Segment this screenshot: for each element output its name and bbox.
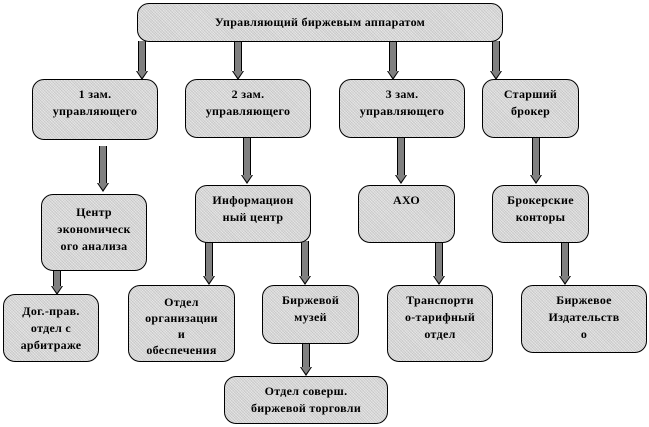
node-label-line: Информацион [212,193,294,207]
node-aho: АХО [358,185,455,243]
node-label-line: арбитраже [20,338,82,352]
node-label-line: отдел с [30,321,72,335]
node-label-line: Издательств [548,310,620,324]
node-label-line: Брокерские [507,193,574,207]
node-label-line: конторы [515,210,566,224]
node-label-line: управляющего [52,104,138,118]
node-deputy2: 2 зам. управляющего [185,79,311,138]
node-broker-offices: Брокерские конторы [492,185,589,243]
node-info-center: Информацион ный центр [195,185,311,243]
node-label-line: ого анализа [60,239,128,253]
node-label-line: АХО [393,193,420,207]
node-label-line: Управляющий биржевым аппаратом [214,15,426,29]
node-label-line: 3 зам. [385,87,419,101]
node-label-line: музей [294,310,327,324]
node-label-line: Биржевое [556,293,612,307]
node-label-line: Отдел соверш. [264,384,348,398]
node-label-line: ный центр [222,210,284,224]
node-trading-dept: Отдел соверш. биржевой торговли [224,376,388,424]
node-label-line: Дог.-прав. [22,304,80,318]
node-label-line: о [580,327,588,341]
node-label-line: 2 зам. [231,87,265,101]
node-legal-dept: Дог.-прав. отдел с арбитраже [3,294,99,362]
node-transport-dept: Транспорти о-тарифный отдел [387,285,493,362]
node-label-line: Биржевой [281,293,340,307]
node-label-line: биржевой торговли [250,401,362,415]
node-label-line: и [177,327,186,341]
node-label-line: управляющего [359,104,445,118]
node-org-dept: Отдел организации и обеспечения [128,285,235,362]
node-label-line: отдел [424,327,456,341]
node-senior-broker: Старший брокер [482,79,579,138]
node-museum: Биржевой музей [262,285,359,344]
node-label-line: организации [145,311,218,325]
node-label-line: 1 зам. [78,87,112,101]
node-label-line: экономическ [57,222,131,236]
node-head: Управляющий биржевым аппаратом [137,3,503,42]
node-econ-center: Центр экономическ ого анализа [41,194,147,271]
node-label-line: обеспечения [146,343,217,357]
node-label-line: о-тарифный [404,310,476,324]
node-label-line: Центр [76,205,112,219]
node-label-line: Транспорти [406,293,474,307]
node-label-line: брокер [510,104,551,118]
node-label-line: Отдел [164,295,199,309]
node-label-line: Старший [503,87,558,101]
node-label-line: управляющего [205,104,291,118]
node-deputy1: 1 зам. управляющего [32,79,158,140]
node-deputy3: 3 зам. управляющего [339,79,465,138]
